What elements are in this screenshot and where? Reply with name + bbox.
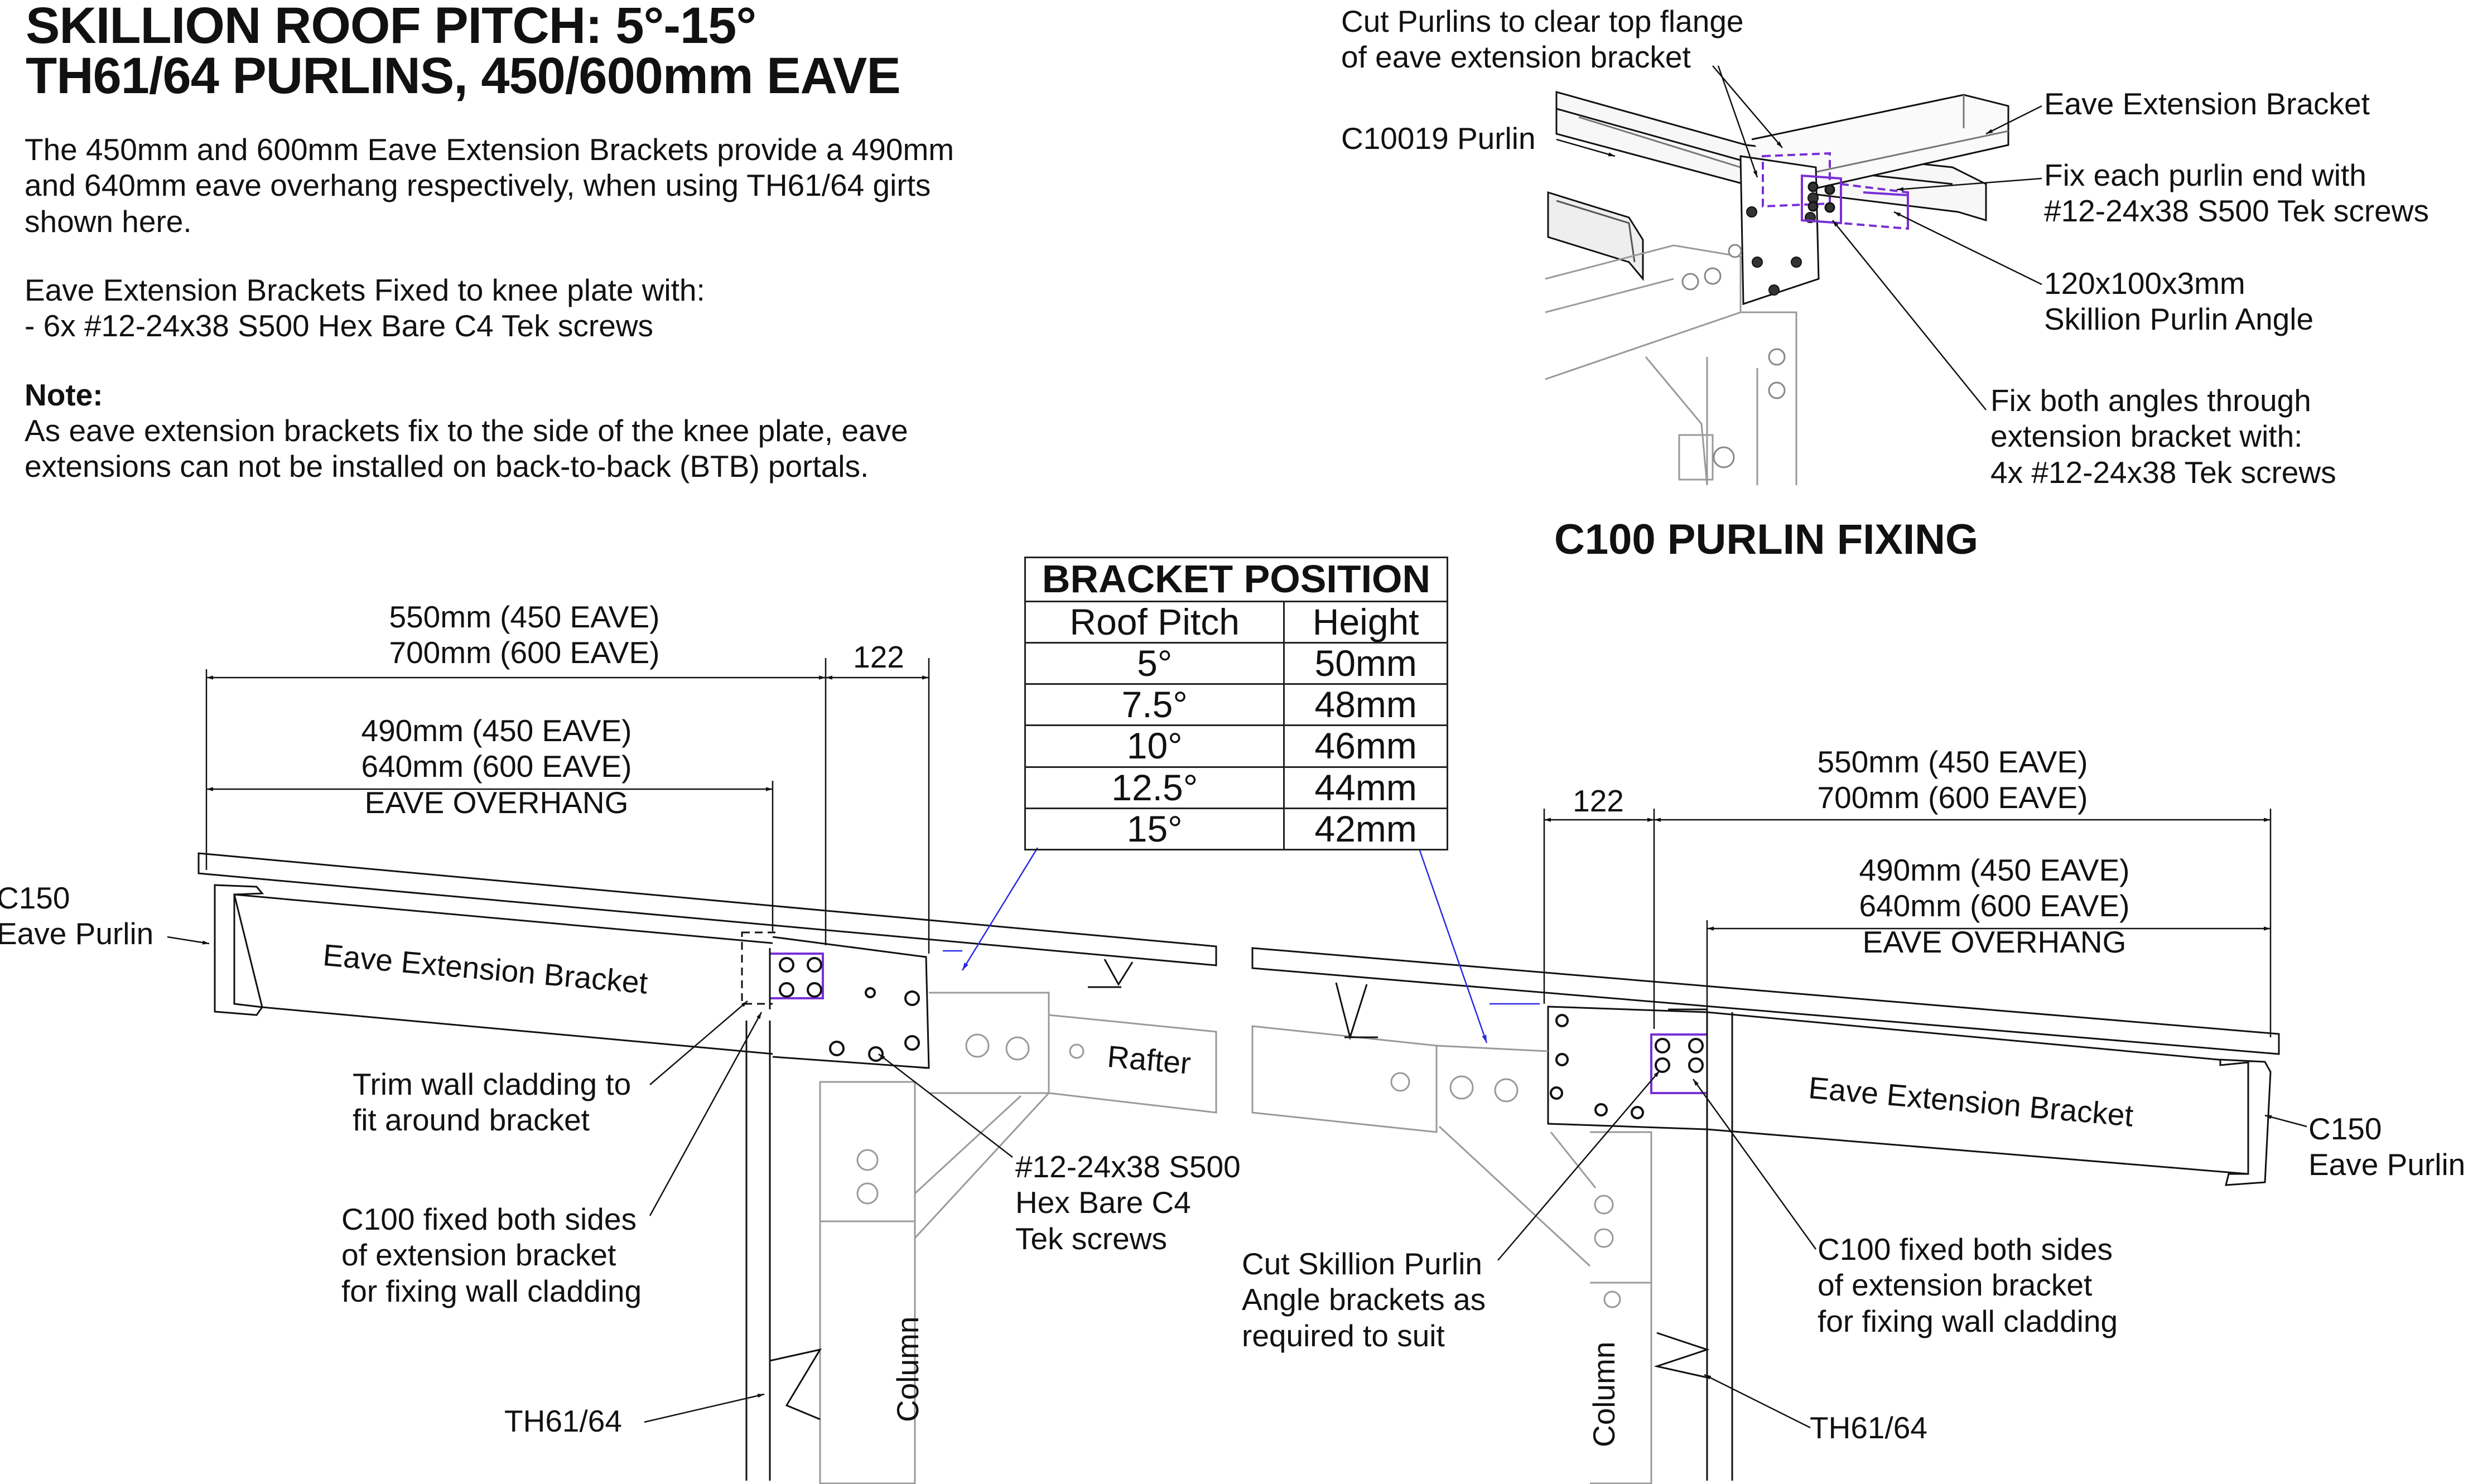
table-cell-pitch: 15° [1024,807,1285,851]
left-trim-cladding-label: Trim wall cladding to fit around bracket [353,1067,632,1138]
detail-cut-purlins-label: Cut Purlins to clear top flange of eave … [1341,4,1744,75]
table-cell-pitch: 12.5° [1024,766,1285,809]
note-text: As eave extension brackets fix to the si… [25,413,908,484]
intro-paragraph-2: Eave Extension Brackets Fixed to knee pl… [25,273,705,344]
table-header-roof-pitch: Roof Pitch [1024,600,1285,644]
right-column-label: Column [1587,1341,1621,1447]
right-dim-overhang: 490mm (450 EAVE) 640mm (600 EAVE) EAVE O… [1859,853,2130,959]
table-row: 7.5° 48mm [1024,683,1448,727]
left-screws-label: #12-24x38 S500 Hex Bare C4 Tek screws [1015,1149,1241,1256]
left-dimensions [205,658,930,954]
detail-fix-each-purlin-label: Fix each purlin end with #12-24x38 S500 … [2044,158,2429,229]
right-c150-eave-purlin-label: C150 Eave Purlin [2308,1111,2466,1182]
detail-fix-both-angles-label: Fix both angles through extension bracke… [1990,383,2336,490]
left-elevation [197,852,1217,1484]
page-title-line-1: SKILLION ROOF PITCH: 5°-15° [26,0,756,54]
table-cell-height: 50mm [1283,641,1448,685]
page-title-line-2: TH61/64 PURLINS, 450/600mm EAVE [26,47,901,104]
table-row: 15° 42mm [1024,807,1448,851]
right-elevation [1251,947,2280,1484]
detail-leaders [1556,65,2042,410]
left-column-label: Column [890,1316,925,1422]
right-c100-fixed-label: C100 fixed both sides of extension brack… [1818,1232,2118,1338]
table-cell-height: 48mm [1283,683,1448,727]
table-title: BRACKET POSITION [1024,557,1448,602]
right-dim-122: 122 [1573,784,1624,818]
detail-eave-extension-bracket-label: Eave Extension Bracket [2044,86,2370,121]
table-header-height: Height [1283,600,1448,644]
note-heading: Note: [25,378,103,412]
left-dim-overhang: 490mm (450 EAVE) 640mm (600 EAVE) EAVE O… [361,713,632,820]
bracket-position-table: BRACKET POSITION Roof Pitch Height 5° 50… [1024,557,1448,851]
left-c150-eave-purlin-label: C150 Eave Purlin [0,881,154,951]
intro-paragraph-1: The 450mm and 600mm Eave Extension Brack… [25,132,955,239]
detail-c10019-purlin-label: C10019 Purlin [1341,121,1536,156]
right-th6164-label: TH61/64 [1810,1410,1927,1445]
right-dim-total: 550mm (450 EAVE) 700mm (600 EAVE) [1817,745,2088,815]
right-dimensions [1543,809,2272,1037]
table-cell-height: 44mm [1283,766,1448,809]
table-cell-height: 42mm [1283,807,1448,851]
left-dim-total: 550mm (450 EAVE) 700mm (600 EAVE) [389,600,660,670]
table-leaders [943,847,1540,1043]
left-rafter-label: Rafter [1106,1038,1193,1081]
detail-section-title: C100 PURLIN FIXING [1554,516,1979,563]
table-row: 10° 46mm [1024,724,1448,768]
table-cell-pitch: 7.5° [1024,683,1285,727]
table-cell-pitch: 5° [1024,641,1285,685]
table-row: 5° 50mm [1024,641,1448,685]
left-th6164-label: TH61/64 [504,1404,622,1438]
detail-skillion-angle-label: 120x100x3mm Skillion Purlin Angle [2044,266,2314,337]
left-leaders [167,936,1013,1423]
right-cut-skillion-label: Cut Skillion Purlin Angle brackets as re… [1242,1246,1486,1353]
right-leaders [1497,1070,2307,1429]
table-cell-height: 46mm [1283,724,1448,768]
table-row: 12.5° 44mm [1024,766,1448,809]
left-dim-122: 122 [853,640,904,674]
detail-isometric [1545,91,2009,486]
table-cell-pitch: 10° [1024,724,1285,768]
left-c100-fixed-label: C100 fixed both sides of extension brack… [341,1202,642,1308]
